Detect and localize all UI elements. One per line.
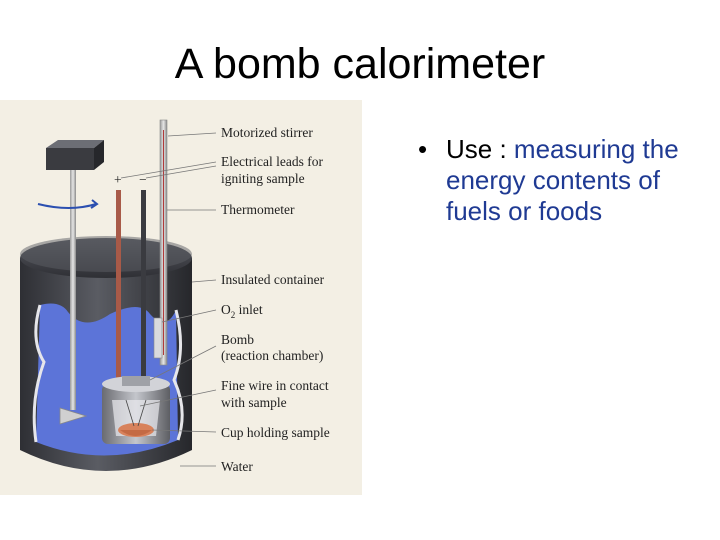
label-electrical-leads-2: igniting sample bbox=[221, 171, 305, 186]
calorimeter-diagram: + − bbox=[0, 100, 362, 495]
label-fine-wire-1: Fine wire in contact bbox=[221, 378, 329, 393]
bullet-list: • Use : measuring the energy contents of… bbox=[418, 134, 713, 227]
bullet-symbol: • bbox=[418, 134, 428, 164]
bullet-text: Use : measuring the energy contents of f… bbox=[446, 134, 713, 227]
bullet-item: • Use : measuring the energy contents of… bbox=[418, 134, 713, 227]
bullet-keyword: Use : bbox=[446, 134, 507, 164]
label-thermometer: Thermometer bbox=[221, 202, 295, 217]
label-fine-wire-2: with sample bbox=[221, 395, 287, 410]
label-o2-inlet: O2 inlet bbox=[221, 302, 263, 320]
stirrer-shaft bbox=[70, 170, 76, 410]
minus-sign: − bbox=[139, 172, 147, 187]
motorized-stirrer bbox=[37, 140, 104, 425]
label-bomb-1: Bomb bbox=[221, 332, 254, 347]
label-cup-holding-sample: Cup holding sample bbox=[221, 425, 330, 440]
o2-inlet bbox=[153, 317, 163, 359]
label-bomb-2: (reaction chamber) bbox=[221, 348, 323, 363]
lead-negative bbox=[141, 190, 146, 385]
plus-sign: + bbox=[114, 172, 122, 187]
bomb-chamber bbox=[102, 376, 170, 444]
lead-positive bbox=[116, 190, 121, 385]
label-motorized-stirrer: Motorized stirrer bbox=[221, 125, 313, 140]
label-water: Water bbox=[221, 459, 253, 474]
bullet-description: measuring the energy contents of fuels o… bbox=[446, 134, 679, 226]
label-electrical-leads-1: Electrical leads for bbox=[221, 154, 323, 169]
slide-title: A bomb calorimeter bbox=[174, 40, 546, 88]
label-insulated-container: Insulated container bbox=[221, 272, 325, 287]
